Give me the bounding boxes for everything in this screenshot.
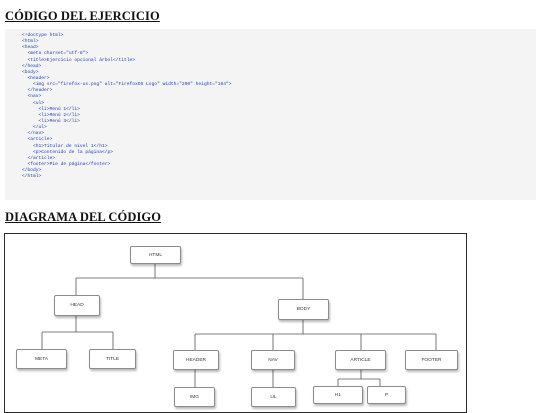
node-header: HEADER [173, 350, 219, 370]
code-line: <li>Menú 3</li> [22, 118, 80, 124]
code-line: <img src="firefox-os.png" alt="FirefoxOS… [22, 82, 232, 88]
code-section-title: CÓDIGO DEL EJERCICIO [5, 9, 160, 23]
node-ul: UL [251, 387, 296, 407]
node-footer: FOOTER [405, 350, 458, 370]
node-h1: H1 [313, 386, 363, 404]
code-line: <!doctype html> [22, 33, 64, 38]
code-line: </article> [22, 155, 56, 161]
node-html: HTML [130, 246, 181, 264]
node-meta: META [16, 349, 67, 369]
node-head: HEAD [54, 295, 100, 316]
code-line: <footer>Pie de página</footer> [22, 161, 111, 167]
code-line: <article> [22, 137, 53, 143]
node-nav: NAV [251, 350, 295, 370]
code-line: <nav> [22, 94, 42, 100]
code-line: <li>Menú 1</li> [22, 106, 80, 112]
code-line: <html> [22, 39, 39, 45]
code-line: <ul> [22, 100, 45, 106]
code-block: <!doctype html><html><head> <meta charse… [5, 29, 536, 200]
node-title: TITLE [89, 349, 136, 369]
code-line: <head> [22, 45, 39, 51]
code-line: <meta charset="utf-8"> [22, 51, 89, 57]
node-img: IMG [174, 387, 215, 407]
code-line: </html> [22, 174, 42, 180]
code-line: </body> [22, 168, 42, 174]
diagram-connectors [41, 264, 437, 387]
code-line: <p>Contenido de la página</p> [22, 149, 113, 155]
code-line: </header> [22, 88, 53, 94]
node-body: BODY [278, 299, 329, 320]
code-line: <header> [22, 75, 50, 81]
node-p: P [367, 386, 406, 404]
tree-diagram: HTML HEAD BODY META TITLE HEADER NAV ART… [4, 233, 467, 413]
code-line: </nav> [22, 131, 45, 137]
code-line: </ul> [22, 125, 47, 131]
code-line: <body> [22, 69, 39, 75]
code-line: <h1>Titular de nivel 1</h1> [22, 143, 108, 149]
diagram-section-title: DIAGRAMA DEL CÓDIGO [5, 210, 162, 224]
code-line: </head> [22, 63, 42, 69]
node-article: ARTICLE [335, 350, 386, 370]
code-line: <title>Ejercicio opcional árbol</title> [22, 57, 136, 63]
code-line: <li>Menú 2</li> [22, 112, 80, 118]
